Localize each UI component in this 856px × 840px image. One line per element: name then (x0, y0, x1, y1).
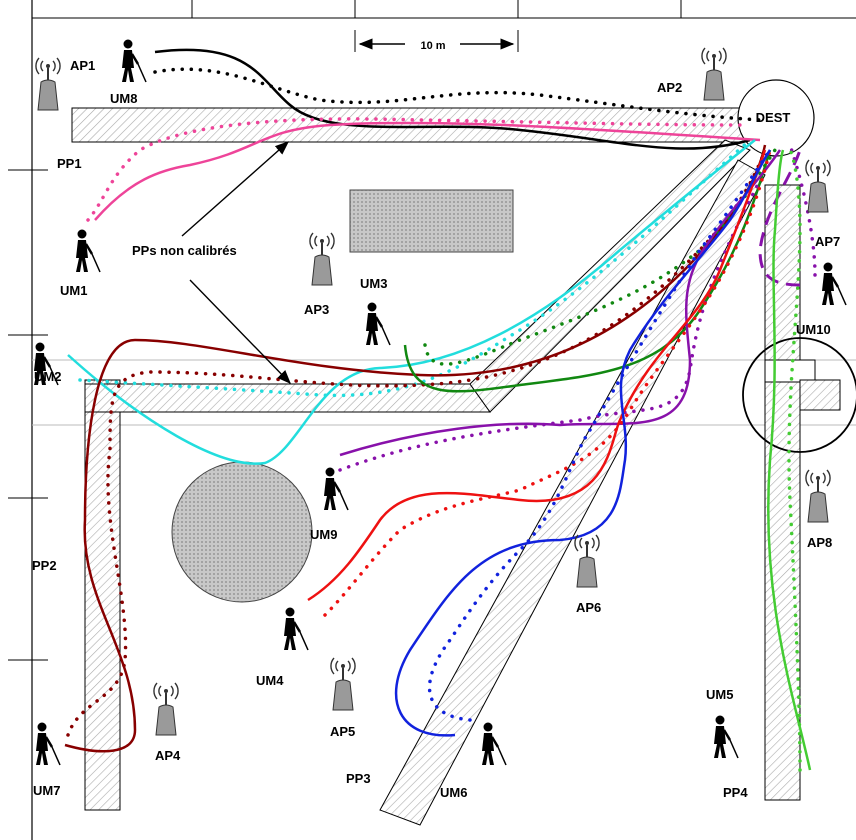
trajectory-um8-real (154, 48, 751, 150)
user-label: UM6 (440, 785, 467, 800)
user-label: UM7 (33, 783, 60, 798)
blind-pedestrian-icon (820, 261, 848, 307)
wifi-antenna-icon (700, 47, 728, 101)
passage-label: PP2 (32, 558, 57, 573)
user-label: UM5 (706, 687, 733, 702)
blind-pedestrian-icon (282, 606, 310, 652)
blind-pedestrian-icon (364, 301, 392, 347)
user-label: UM10 (796, 322, 831, 337)
scale-bar: 10 m (354, 30, 519, 52)
ap-label: AP1 (70, 58, 95, 73)
blind-pedestrian-icon (322, 466, 350, 512)
blind-pedestrian-icon (34, 721, 62, 767)
circular-obstacle (171, 461, 313, 603)
annotation-label: PPs non calibrés (132, 243, 237, 258)
mobile-users: UM1 UM2 UM3 UM4 UM5 UM6 UM7 UM8 UM9 UM10 (32, 38, 848, 800)
ap-label: AP8 (807, 535, 832, 550)
trajectory-um6-real (394, 149, 772, 737)
ap-label: AP5 (330, 724, 355, 739)
trajectory-um1-real (94, 121, 761, 221)
wifi-antenna-icon (329, 657, 357, 711)
wifi-antenna-icon (804, 469, 832, 523)
blind-pedestrian-icon (120, 38, 148, 84)
trajectory-um2-estimated (78, 138, 752, 398)
trajectory-um9-estimated (338, 178, 762, 472)
user-label: UM8 (110, 91, 137, 106)
annotation-arrows (181, 141, 291, 385)
trajectory-um7-real (64, 144, 767, 753)
trajectory-um3-real (403, 149, 772, 393)
ap-label: AP2 (657, 80, 682, 95)
user-label: UM9 (310, 527, 337, 542)
trajectory-um9-real (339, 149, 782, 457)
trajectory-um8-estimated (153, 67, 762, 122)
blind-pedestrian-icon (712, 714, 740, 760)
wifi-antenna-icon (573, 534, 601, 588)
ap-label: AP4 (155, 748, 181, 763)
trajectories (64, 48, 817, 772)
user-label: UM4 (256, 673, 284, 688)
access-points: AP1 AP2 AP3 AP4 AP5 AP6 AP7 AP8 (34, 47, 840, 763)
wifi-antenna-icon (34, 57, 62, 111)
passage-pp2 (84, 379, 121, 811)
ap-label: AP7 (815, 234, 840, 249)
trajectory-um5-real (766, 149, 812, 771)
trajectory-um3-estimated (423, 148, 777, 366)
passage-label: PP3 (346, 771, 371, 786)
passage-horizontal (84, 383, 491, 413)
destination-label: DEST (756, 110, 791, 125)
trajectory-um4-real (307, 149, 767, 602)
blind-pedestrian-icon (480, 721, 508, 767)
trajectory-um2-real (67, 139, 756, 465)
building-walls (8, 0, 856, 840)
user-label: UM3 (360, 276, 387, 291)
blind-pedestrian-icon (74, 228, 102, 274)
passage-pp3 (379, 159, 766, 826)
wifi-antenna-icon (308, 232, 336, 286)
door-highlight-circle (742, 337, 856, 453)
user-label: UM2 (34, 369, 61, 384)
ap-label: AP6 (576, 600, 601, 615)
trajectory-um1-estimated (86, 117, 742, 222)
trajectory-um6-estimated (427, 148, 772, 722)
rectangular-obstacle (349, 189, 514, 253)
user-label: UM1 (60, 283, 87, 298)
wifi-antenna-icon (804, 159, 832, 213)
passage-label: PP4 (723, 785, 748, 800)
trajectory-um10 (758, 149, 802, 287)
scale-label: 10 m (420, 40, 445, 52)
passage-labels: PP1 PP2 PP3 PP4 (32, 156, 748, 800)
passage-label: PP1 (57, 156, 82, 171)
passage-diagonal-upper (469, 139, 751, 413)
ap-label: AP3 (304, 302, 329, 317)
wifi-antenna-icon (152, 682, 180, 736)
